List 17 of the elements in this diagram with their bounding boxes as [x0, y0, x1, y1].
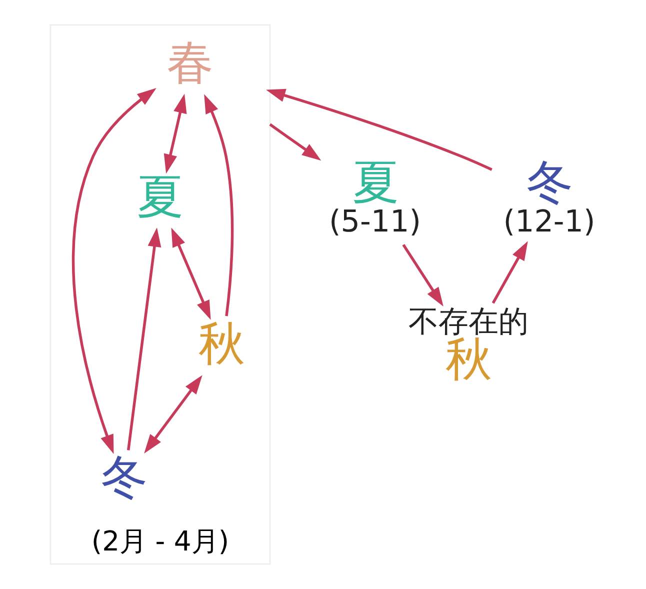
arrow: [266, 88, 492, 171]
node-text: 夏: [136, 169, 184, 224]
arrow: [126, 228, 161, 450]
node-text: 冬 (12-1): [502, 155, 595, 240]
arrow: [402, 244, 443, 307]
arrow: [204, 94, 234, 316]
arrow: [71, 88, 156, 454]
node-text: 夏 (5-11): [328, 155, 421, 240]
node-text: 秋: [198, 316, 246, 370]
arrow: [163, 94, 186, 174]
arrow: [268, 123, 321, 161]
arrow: [144, 375, 202, 454]
node-text: 不存在的 秋: [408, 304, 528, 386]
arrow: [491, 241, 528, 304]
node-text: 冬: [100, 450, 148, 504]
node-text: 春: [166, 36, 214, 90]
arrow: [170, 228, 210, 320]
